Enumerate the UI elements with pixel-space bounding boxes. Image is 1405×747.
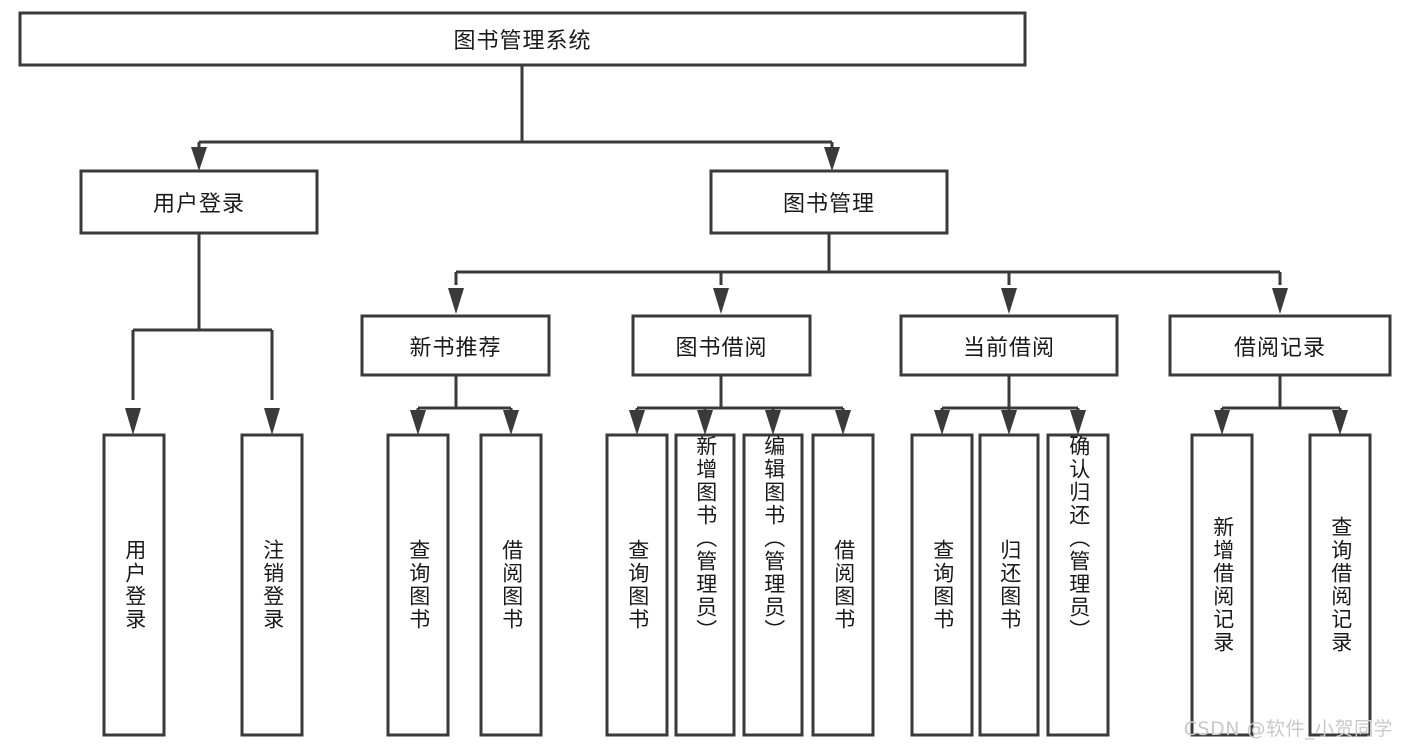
node-leaf-9-box[interactable] [910, 433, 974, 737]
node-leaf-8-box[interactable] [811, 433, 875, 737]
connector-current-bus [940, 375, 1080, 415]
node-leaf-7-box[interactable] [742, 433, 804, 737]
connector-login-bus [131, 233, 274, 400]
arrow-to-leaf-3 [410, 410, 426, 435]
arrow-to-login [191, 147, 207, 171]
node-leaf-5-box[interactable] [605, 433, 669, 737]
connector-newbook-bus [416, 375, 513, 415]
arrow-to-bookmgmt [824, 147, 840, 171]
arrow-to-leaf-10 [1001, 410, 1017, 435]
arrow-to-leaf-12 [1214, 410, 1230, 435]
arrow-to-leaf-1 [125, 408, 141, 435]
connector-bookmgmt-bus [454, 233, 1282, 285]
node-leaf-12-box[interactable] [1190, 433, 1254, 737]
node-leaf-10-box[interactable] [978, 433, 1040, 737]
csdn-watermark: CSDN @软件_小贺同学 [1183, 718, 1393, 740]
arrow-to-leaf-9 [934, 410, 950, 435]
arrow-to-leaf-2 [264, 408, 280, 435]
arrow-to-leaf-7 [765, 410, 781, 435]
node-current-box[interactable] [899, 314, 1119, 377]
node-leaf-1-box[interactable] [102, 433, 166, 737]
node-bookmgmt-box[interactable] [709, 169, 949, 235]
connector-records-bus [1220, 375, 1342, 415]
arrow-to-borrow [713, 288, 729, 314]
node-leaf-6-box[interactable] [674, 433, 736, 737]
node-borrow-box[interactable] [631, 314, 812, 377]
node-leaf-2-box[interactable] [240, 433, 304, 737]
node-leaf-3-box[interactable] [386, 433, 450, 737]
connector-root-bus [197, 65, 834, 155]
node-leaf-4-box[interactable] [479, 433, 543, 737]
arrow-to-leaf-13 [1332, 410, 1348, 435]
arrow-to-leaf-8 [835, 410, 851, 435]
arrow-to-leaf-11 [1070, 410, 1086, 435]
arrow-to-leaf-6 [697, 410, 713, 435]
connector-borrow-bus [635, 375, 845, 415]
node-records-box[interactable] [1168, 314, 1392, 377]
arrow-to-leaf-5 [629, 410, 645, 435]
arrow-to-records [1272, 288, 1288, 314]
node-root-box[interactable] [18, 11, 1027, 67]
node-leaf-13-box[interactable] [1308, 433, 1372, 737]
arrow-to-current [1001, 288, 1017, 314]
node-newbook-box[interactable] [360, 314, 551, 377]
arrow-to-leaf-4 [503, 410, 519, 435]
node-login-box[interactable] [79, 169, 319, 235]
node-leaf-11-box[interactable] [1046, 433, 1110, 737]
arrow-to-newbook [448, 288, 464, 314]
